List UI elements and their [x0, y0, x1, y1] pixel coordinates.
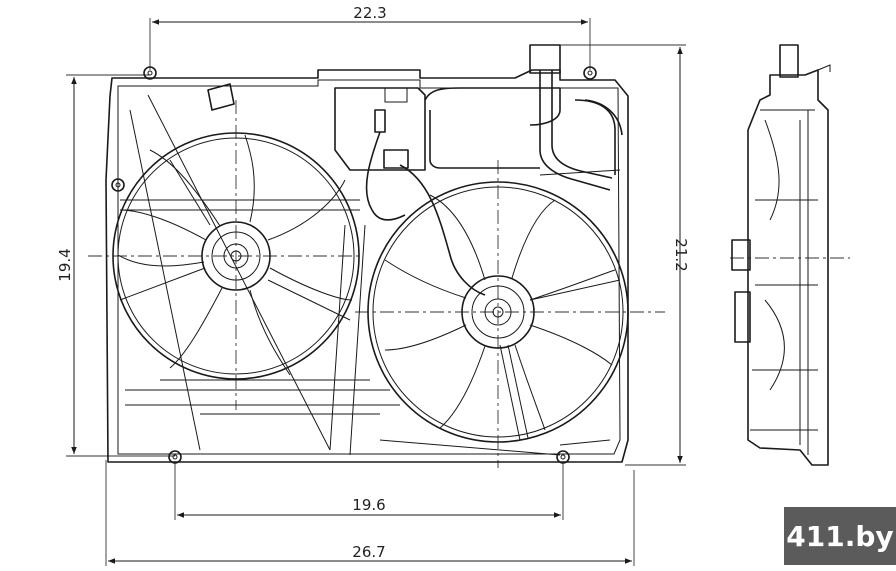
side-view: [731, 44, 831, 466]
dimension-right-height-label: 21.2: [672, 238, 690, 271]
right-fan-hub: [461, 275, 535, 349]
dimension-top-width: 22.3: [149, 4, 591, 70]
dimension-left-height-label: 19.4: [56, 248, 74, 281]
dimension-bottom-mount-width: 19.6: [174, 462, 564, 520]
left-fan: [112, 132, 360, 380]
dimension-top-width-label: 22.3: [353, 4, 386, 22]
dimension-overall-width: 26.7: [105, 460, 635, 566]
dimension-bottom-mount-width-label: 19.6: [352, 496, 385, 514]
dimension-left-height: 19.4: [56, 74, 175, 457]
left-fan-blades: [117, 134, 353, 376]
watermark-badge: 411.by: [784, 507, 896, 565]
right-fan-blades: [384, 194, 616, 431]
right-fan: [367, 181, 629, 443]
shroud-front-view: [105, 44, 629, 464]
left-fan-hub: [201, 221, 271, 291]
dimension-right-height: 21.2: [535, 44, 690, 466]
dimension-overall-width-label: 26.7: [352, 543, 385, 561]
centerlines: [88, 100, 850, 468]
